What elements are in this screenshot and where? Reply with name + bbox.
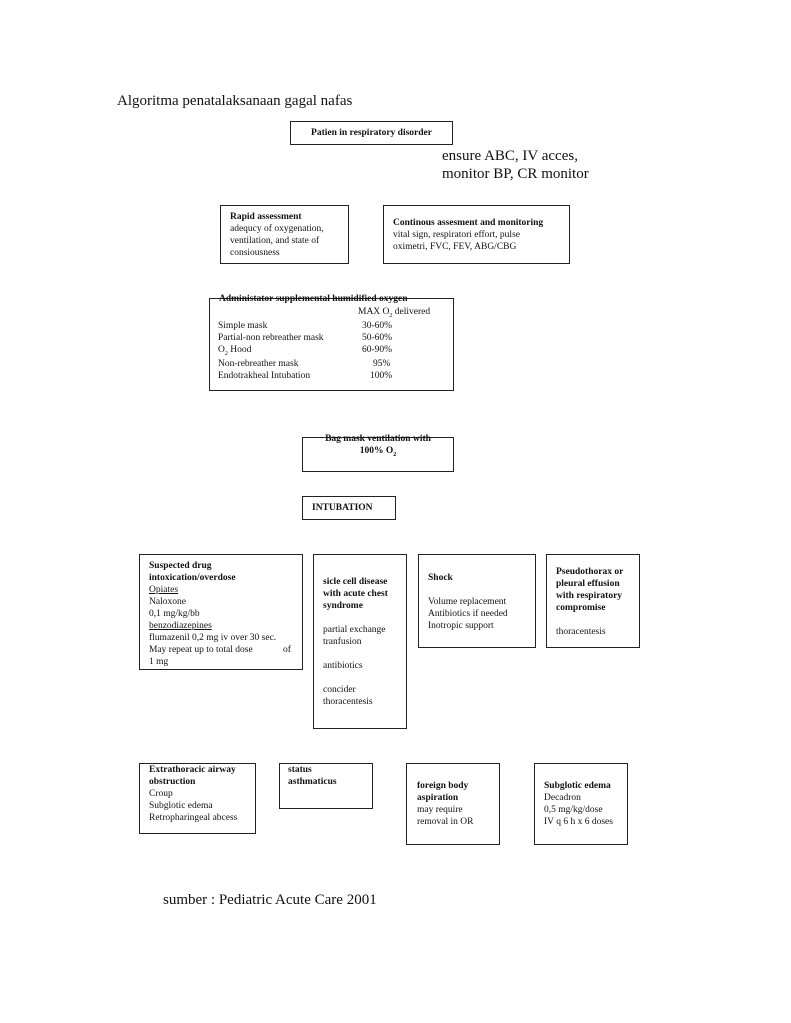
oxygen-box [209, 298, 454, 391]
oxygen-row: Simple mask 30-60% [218, 321, 393, 331]
ensure-note-line-1: ensure ABC, IV acces, [442, 148, 578, 164]
continous-assessment-box: Continous assesment and monitoring vital… [383, 205, 570, 264]
oxygen-row: Endotrakheal Intubation 100% [218, 371, 393, 381]
rapid-line: adequcy of oxygenation, [230, 224, 324, 234]
extrathoracic-box: Extrathoracic airway obstruction Croup S… [139, 763, 256, 834]
patient-box: Patien in respiratory disorder [290, 121, 453, 145]
rapid-line: ventilation, and state of [230, 236, 320, 246]
oxygen-row: Partial-non rebreather mask 50-60% [218, 333, 393, 343]
sicle-cell-box: sicle cell disease with acute chest synd… [313, 554, 407, 729]
ensure-note: ensure ABC, IV acces, monitor BP, CR mon… [442, 147, 589, 183]
oxygen-table: Simple mask 30-60% Partial-non rebreathe… [218, 320, 448, 382]
shock-box: Shock Volume replacement Antibiotics if … [418, 554, 536, 648]
rapid-assessment-heading: Rapid assessment [230, 212, 302, 222]
bag-mask-text: Bag mask ventilation with 100% O2 [325, 434, 431, 458]
status-asthmaticus-box: status asthmaticus [279, 763, 373, 809]
foreign-body-box: foreign body aspiration may require remo… [406, 763, 500, 845]
bag-mask-box [302, 437, 454, 472]
rapid-line: consiousness [230, 248, 280, 258]
oxygen-col-header: MAX O2 delivered [358, 307, 431, 319]
rapid-assessment-box: Rapid assessment adequcy of oxygenation,… [220, 205, 349, 264]
page-title: Algoritma penatalaksanaan gagal nafas [117, 93, 353, 109]
continous-line: vital sign, respiratori effort, pulse [393, 230, 520, 240]
oxygen-heading: Administator supplemental humidified oxy… [219, 294, 408, 304]
oxygen-row: Non-rebreather mask 95% [218, 359, 391, 369]
oxygen-row: O2 Hood 60-90% [218, 345, 393, 357]
pseudothorax-box: Pseudothorax or pleural effusion with re… [546, 554, 640, 648]
source-note: sumber : Pediatric Acute Care 2001 [163, 892, 377, 908]
continous-line: oximetri, FVC, FEV, ABG/CBG [393, 242, 517, 252]
ensure-note-line-2: monitor BP, CR monitor [442, 166, 589, 182]
intubation-box: INTUBATION [302, 496, 396, 520]
drug-intoxication-box: Suspected drug intoxication/overdose Opi… [139, 554, 303, 670]
continous-heading: Continous assesment and monitoring [393, 218, 544, 228]
subglotic-edema-box: Subglotic edema Decadron 0,5 mg/kg/dose … [534, 763, 628, 845]
